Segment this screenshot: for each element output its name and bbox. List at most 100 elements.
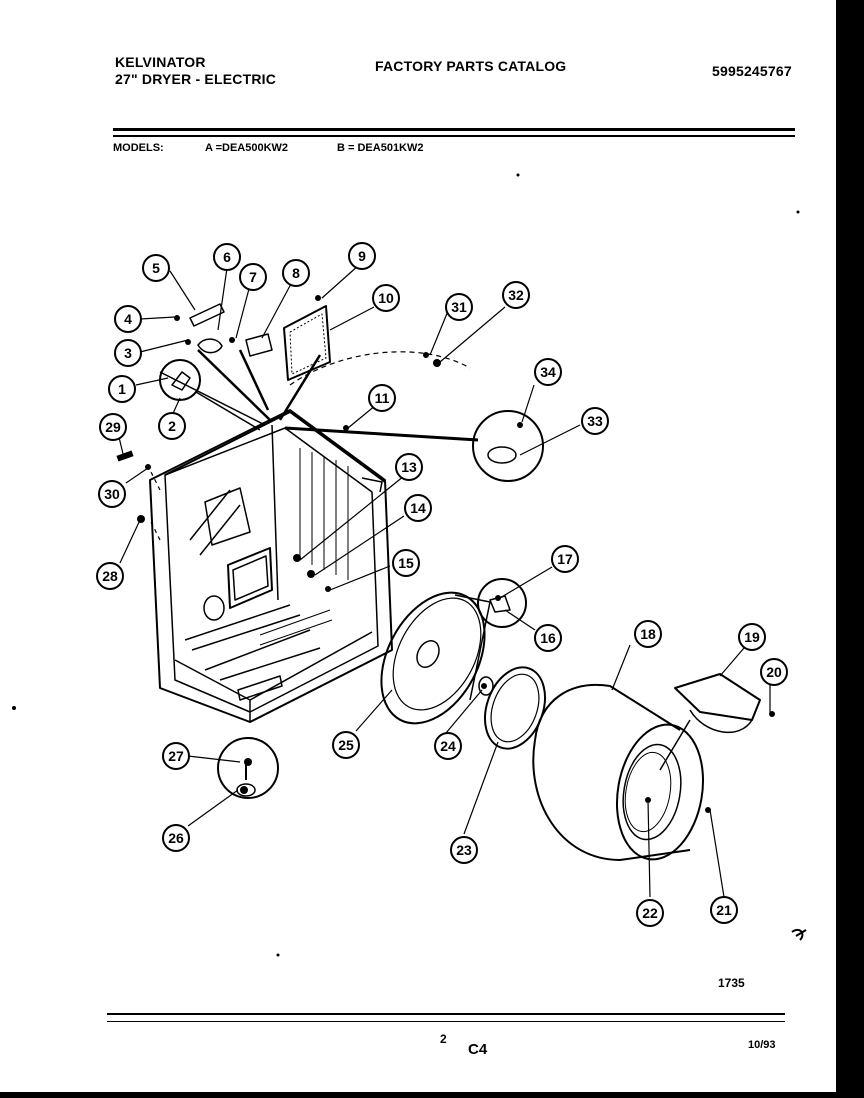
callout-circle: [534, 624, 562, 652]
callout-29: 29: [99, 413, 127, 441]
callout-33: 33: [581, 407, 609, 435]
header-rule-top: [113, 128, 795, 131]
callout-9: 9: [348, 242, 376, 270]
callout-label: 5: [152, 260, 160, 276]
callout-circle: [760, 658, 788, 686]
callout-label: 33: [587, 413, 603, 429]
callout-circle: [98, 480, 126, 508]
callout-circle: [551, 545, 579, 573]
callout-circle: [710, 896, 738, 924]
callout-circle: [404, 494, 432, 522]
callout-label: 23: [456, 842, 472, 858]
callout-label: 21: [716, 902, 732, 918]
callout-label: 24: [440, 738, 456, 754]
callout-19: 19: [738, 623, 766, 651]
callout-label: 6: [223, 249, 231, 265]
callout-label: 18: [640, 626, 656, 642]
thermostat-detail-circle: [472, 410, 544, 482]
callout-4: 4: [114, 305, 142, 333]
callout-label: 2: [168, 418, 176, 434]
callout-16: 16: [534, 624, 562, 652]
callout-label: 4: [124, 311, 132, 327]
callout-circle: [114, 339, 142, 367]
callout-label: 32: [508, 287, 524, 303]
callout-3: 3: [114, 339, 142, 367]
cabinet-outline: [149, 409, 393, 723]
product-subtitle: 27" DRYER - ELECTRIC: [115, 71, 277, 87]
callout-circle: [282, 259, 310, 287]
models-label: MODELS:: [113, 142, 164, 154]
callout-label: 14: [410, 500, 426, 516]
callout-circle: [450, 836, 478, 864]
callout-circle: [395, 453, 423, 481]
callout-label: 10: [378, 290, 394, 306]
footer-rule-top: [107, 1013, 785, 1015]
callout-13: 13: [395, 453, 423, 481]
callout-label: 3: [124, 345, 132, 361]
rear-bulkhead: [380, 591, 486, 725]
callout-circle: [239, 263, 267, 291]
callout-label: 30: [104, 486, 120, 502]
callout-label: 34: [540, 364, 556, 380]
callout-circle: [392, 549, 420, 577]
callout-circle: [142, 254, 170, 282]
catalog-title: FACTORY PARTS CATALOG: [375, 58, 567, 74]
callout-label: 31: [451, 299, 467, 315]
callout-label: 26: [168, 830, 184, 846]
catalog-date: 10/93: [748, 1039, 776, 1051]
page-number: 2: [440, 1032, 447, 1046]
header-rule-bottom: [113, 135, 795, 137]
callout-label: 7: [249, 269, 257, 285]
callout-20: 20: [760, 658, 788, 686]
brand-name: KELVINATOR: [115, 54, 206, 70]
callout-24: 24: [434, 732, 462, 760]
callout-label: 16: [540, 630, 556, 646]
callout-circle: [434, 732, 462, 760]
callout-18: 18: [634, 620, 662, 648]
leader-lines: [117, 264, 771, 898]
callout-21: 21: [710, 896, 738, 924]
model-b: B = DEA501KW2: [337, 142, 424, 154]
exploded-parts-diagram: 1234567891011131415161718192021222324252…: [12, 173, 807, 957]
callout-14: 14: [404, 494, 432, 522]
callout-circle: [738, 623, 766, 651]
callout-circle: [162, 742, 190, 770]
callout-circle: [534, 358, 562, 386]
callout-circle: [162, 824, 190, 852]
callout-label: 11: [375, 390, 390, 406]
callout-28: 28: [96, 562, 124, 590]
callout-6: 6: [213, 243, 241, 271]
callout-17: 17: [551, 545, 579, 573]
callout-27: 27: [162, 742, 190, 770]
callout-32: 32: [502, 281, 530, 309]
callout-11: 11: [368, 384, 396, 412]
drum: [532, 684, 705, 861]
callout-22: 22: [636, 899, 664, 927]
callout-15: 15: [392, 549, 420, 577]
callout-26: 26: [162, 824, 190, 852]
callout-label: 1: [118, 381, 126, 397]
callout-25: 25: [332, 731, 360, 759]
callout-label: 13: [401, 459, 417, 475]
callout-circle: [114, 305, 142, 333]
callout-circle: [634, 620, 662, 648]
callout-circle: [368, 384, 396, 412]
document-number: 5995245767: [712, 63, 792, 79]
leveling-leg-detail: [217, 737, 279, 799]
part-markers: [12, 173, 800, 957]
control-detail-circle: [159, 359, 201, 401]
callout-2: 2: [158, 412, 186, 440]
callout-circle: [213, 243, 241, 271]
callout-1: 1: [108, 375, 136, 403]
figure-number: 1735: [718, 976, 745, 990]
callout-label: 20: [766, 664, 782, 680]
callout-circle: [581, 407, 609, 435]
callout-circle: [332, 731, 360, 759]
callout-label: 28: [102, 568, 118, 584]
section-code: C4: [468, 1041, 488, 1058]
callout-circle: [636, 899, 664, 927]
baffle: [674, 673, 761, 721]
parts-catalog-page: KELVINATOR 27" DRYER - ELECTRIC FACTORY …: [0, 0, 836, 1092]
callout-circle: [99, 413, 127, 441]
